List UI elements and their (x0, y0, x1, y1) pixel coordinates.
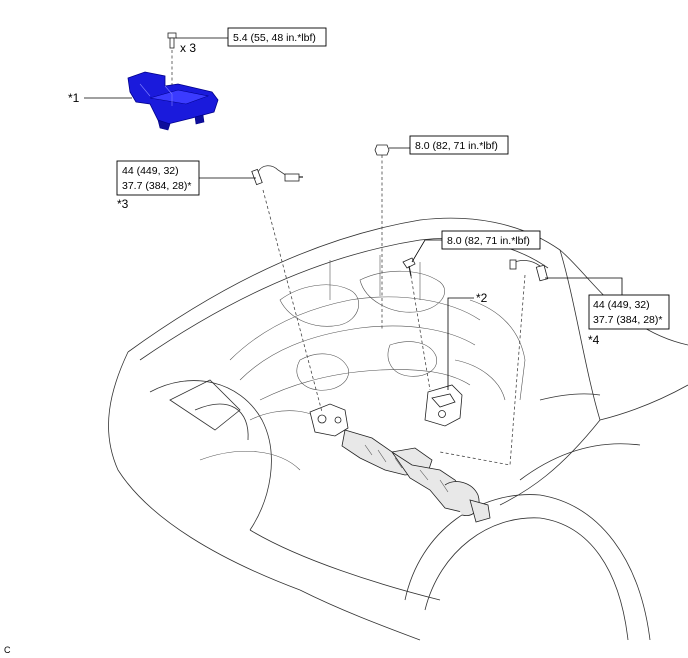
torque-spec-box-2: 8.0 (82, 71 in.*lbf) (389, 135, 509, 155)
callout-label: *2 (476, 291, 488, 305)
installation-dashed-lines (171, 50, 526, 466)
stud-bolt-icon (402, 257, 416, 277)
ecu-bracket-part (127, 71, 219, 131)
callout-4-label: *4 (588, 333, 600, 347)
torque-spec-box-1: 5.4 (55, 48 in.*lbf) (176, 27, 327, 47)
torque-value: 44 (449, 32) (122, 165, 179, 177)
torque-value: 8.0 (82, 71 in.*lbf) (415, 140, 498, 152)
torque-value: 37.7 (384, 28)* (122, 180, 191, 192)
torque-spec-box-3: 8.0 (82, 71 in.*lbf) (411, 230, 541, 263)
bolt-icon (167, 32, 177, 49)
torque-value: 37.7 (384, 28)* (593, 314, 662, 326)
callout-3-label: *3 (117, 197, 129, 211)
callout-2: *2 (447, 291, 488, 390)
callout-1: *1 (68, 91, 132, 105)
heated-oxygen-sensor-part (509, 259, 549, 282)
air-fuel-ratio-sensor-part (251, 165, 303, 186)
figure-code: C (4, 645, 11, 655)
nut-icon (374, 144, 390, 156)
torque-value: 44 (449, 32) (593, 299, 650, 311)
callout-label: *1 (68, 91, 80, 105)
torque-spec-box-4: 44 (449, 32) 37.7 (384, 28)* (116, 160, 256, 196)
torque-spec-box-5: 44 (449, 32) 37.7 (384, 28)* (545, 277, 670, 330)
torque-value: 5.4 (55, 48 in.*lbf) (233, 32, 316, 44)
quantity-label: x 3 (180, 41, 196, 55)
torque-value: 8.0 (82, 71 in.*lbf) (447, 235, 530, 247)
vehicle-engine-bay-illustration (108, 217, 688, 641)
